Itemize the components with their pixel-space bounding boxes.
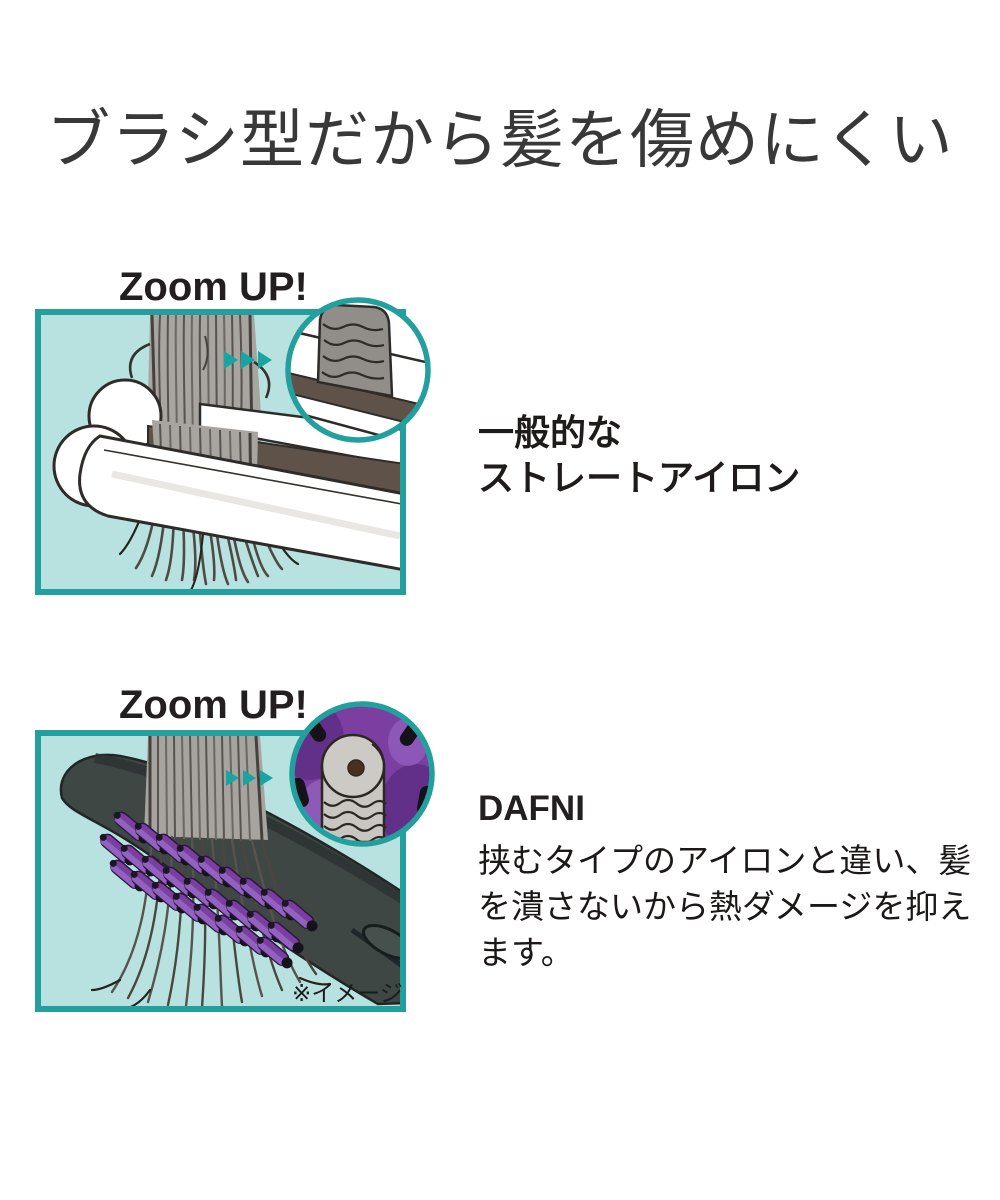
regular-iron-illustration bbox=[35, 297, 431, 595]
caption-line-2: ストレートアイロン bbox=[478, 457, 801, 498]
dafni-brush-illustration bbox=[35, 701, 435, 1012]
description-line-3: ます。 bbox=[478, 934, 574, 971]
brush-scene bbox=[59, 736, 400, 1006]
caption-line-1: 一般的な bbox=[478, 412, 623, 453]
handle-button bbox=[362, 923, 400, 961]
zoom-arrows-icon-1 bbox=[224, 351, 272, 369]
zoom-up-label-2: Zoom UP! bbox=[119, 683, 308, 727]
zoom-arrows-icon-2 bbox=[226, 770, 273, 786]
hair-wrapped-bristle bbox=[320, 733, 387, 844]
iron-scene bbox=[52, 315, 400, 589]
description-line-1: 挟むタイプのアイロンと違い、髪 bbox=[478, 842, 972, 879]
hair-bundle-top-2 bbox=[144, 736, 268, 842]
page-title: ブラシ型だから髪を傷めにくい bbox=[46, 103, 954, 176]
zoom-up-label-1: Zoom UP! bbox=[119, 265, 308, 309]
dafni-description: 挟むタイプのアイロンと違い、髪 を潰さないから熱ダメージを抑え ます。 bbox=[478, 838, 971, 976]
caption-dafni-heading: DAFNI bbox=[478, 789, 585, 828]
description-line-2: を潰さないから熱ダメージを抑え bbox=[478, 888, 972, 925]
caption-regular-iron: 一般的な ストレートアイロン bbox=[478, 410, 800, 500]
image-disclaimer-note: ※イメージ bbox=[292, 980, 403, 1006]
